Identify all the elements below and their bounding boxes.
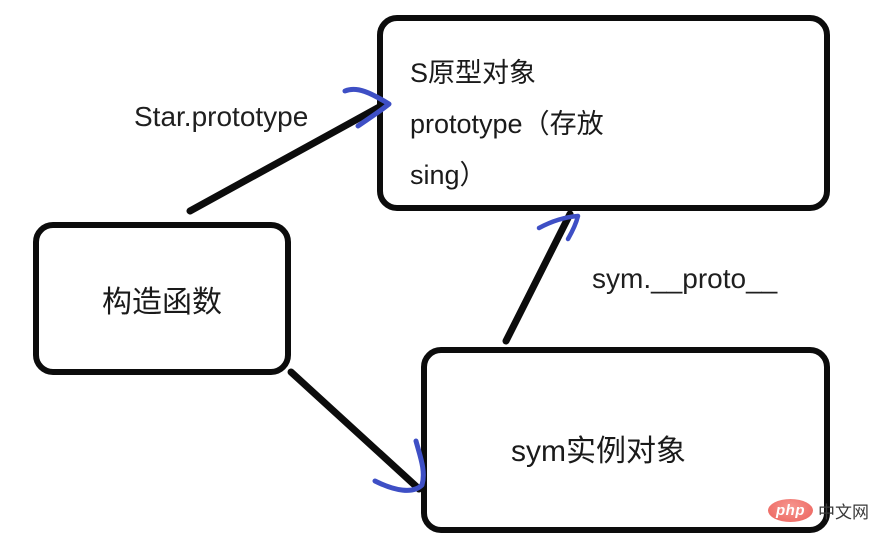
prototype-object-line-2: prototype（存放 (410, 109, 604, 139)
arrowhead-up-icon (536, 213, 581, 242)
prototype-object-line-1: S原型对象 (410, 58, 537, 88)
watermark-site-text: 中文网 (818, 503, 869, 522)
instance-object-box: sym实例对象 (421, 347, 830, 533)
php-logo-icon: php (768, 499, 813, 522)
watermark: php 中文网 (768, 498, 869, 523)
prototype-object-box: S原型对象 prototype（存放 sing） (377, 15, 830, 211)
instance-object-label: sym实例对象 (511, 435, 686, 468)
arrowhead-down-icon (372, 438, 426, 493)
prototype-object-line-3: sing） (410, 160, 487, 190)
sym-proto-edge-label: sym.__proto__ (592, 263, 778, 294)
constructor-function-box: 构造函数 (33, 222, 291, 375)
arrow-instance-to-prototype-line (502, 210, 574, 345)
star-prototype-edge-label: Star.prototype (134, 101, 309, 132)
constructor-function-label: 构造函数 (102, 285, 222, 319)
arrow-constructor-to-instance-line (287, 368, 423, 493)
